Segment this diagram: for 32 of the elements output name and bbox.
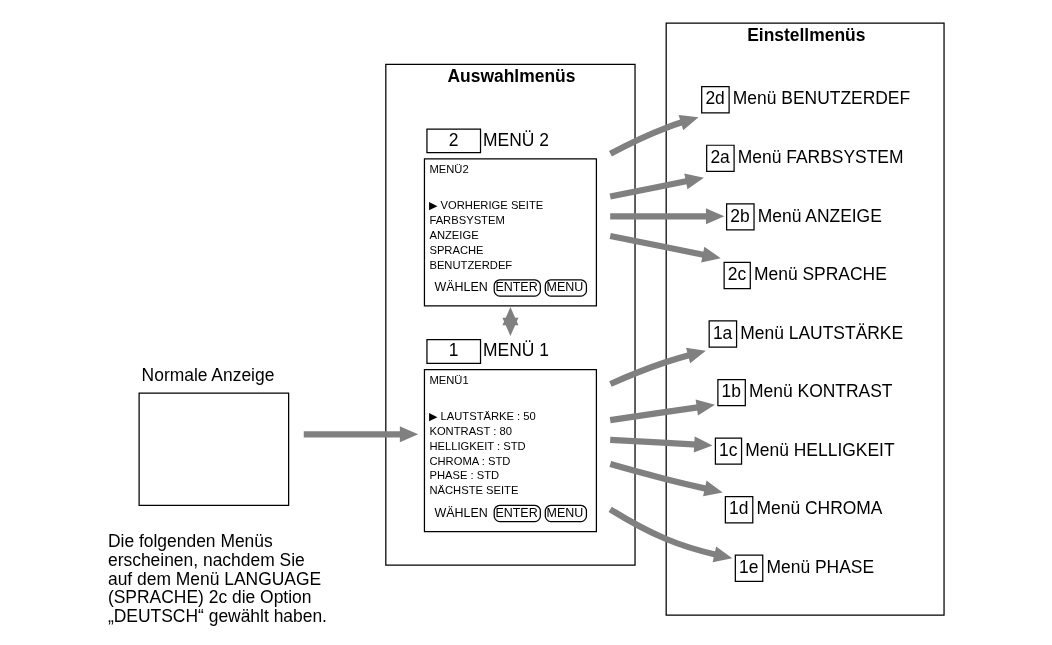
node-label: Menü KONTRAST (749, 381, 893, 402)
arrow (608, 114, 699, 157)
arrow (610, 208, 725, 225)
node-label: Menü FARBSYSTEM (737, 146, 904, 167)
node-box: 2a (706, 144, 735, 173)
node-box (138, 392, 290, 506)
label: Die folgenden Menüs erscheinen, nachdem Sie auf dem Menü LANGUAGE (SPRACHE) 2c die Option „DEUTSCH“ gewählt haben. (107, 531, 327, 627)
arrow (609, 347, 706, 387)
node-label: Menü ANZEIGE (757, 205, 882, 226)
node-label: Normale Anzeige (141, 365, 275, 385)
arrow (609, 173, 704, 200)
node-box: 2c (723, 261, 751, 290)
arrow (502, 306, 519, 337)
node-box: 2d (701, 86, 730, 114)
node-box: 1a (708, 320, 738, 348)
node-label: Menü PHASE (766, 556, 875, 577)
node-box: 1b (717, 378, 746, 407)
arrow (610, 436, 713, 453)
node-box: 1e (734, 554, 764, 582)
arrow (303, 426, 419, 443)
node-box: 1c (714, 437, 743, 465)
node-label: Menü LAUTSTÄRKE (740, 322, 904, 343)
arrow (609, 399, 715, 424)
node-box: 2b (726, 203, 755, 231)
arrow (609, 232, 721, 263)
arrow (609, 461, 723, 497)
node-label: Menü BENUTZERDEF (732, 88, 911, 109)
arrow (608, 506, 733, 563)
node-label: Menü HELLIGKEIT (745, 439, 895, 460)
node-box: 1d (724, 496, 754, 524)
node-label: Menü CHROMA (756, 498, 883, 519)
node-label: Menü SPRACHE (754, 264, 887, 285)
